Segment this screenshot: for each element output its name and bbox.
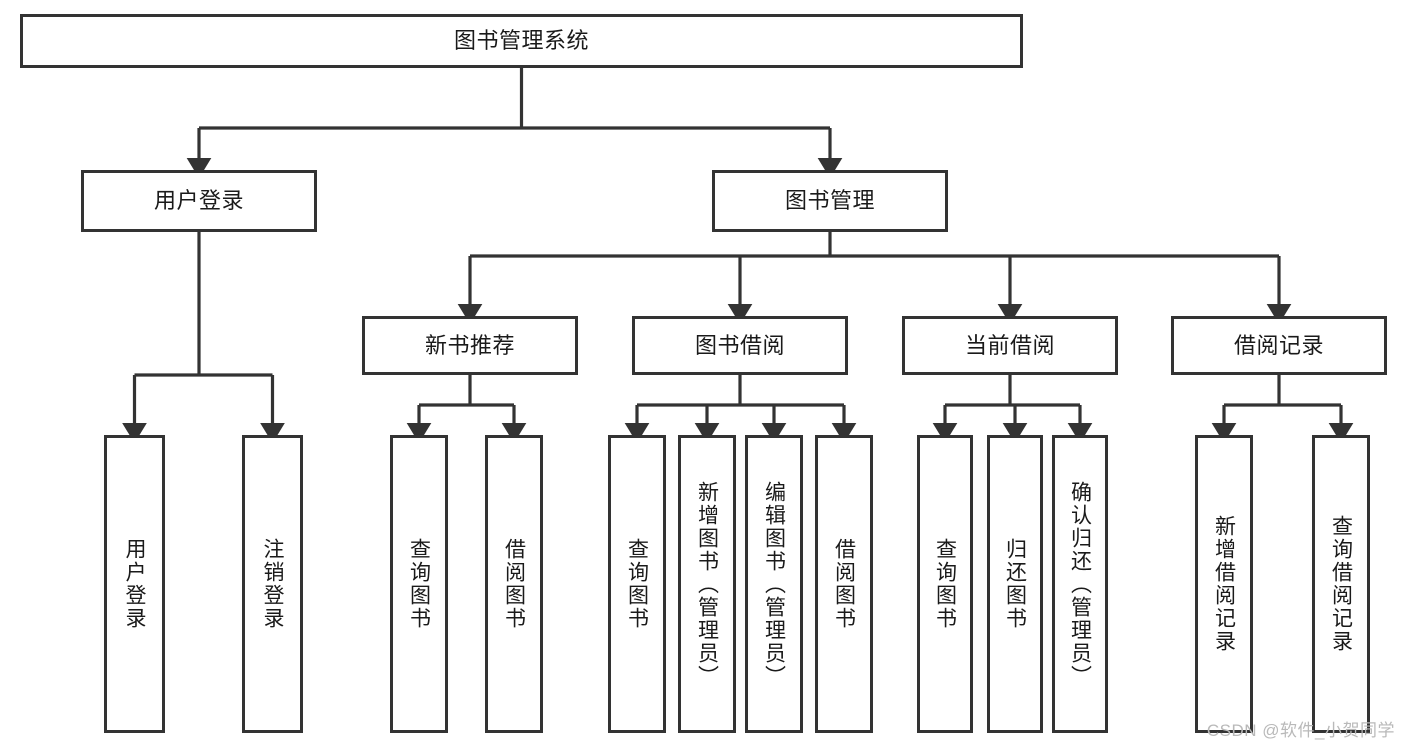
node-label-leaf-add-book: 新增图书（管理员）: [695, 480, 719, 688]
node-label-leaf-logout: 注销登录: [261, 538, 285, 630]
node-label-book-manage: 图书管理: [784, 188, 875, 214]
node-leaf-edit-book[interactable]: 编辑图书（管理员）: [745, 435, 803, 733]
node-leaf-query-record[interactable]: 查询借阅记录: [1312, 435, 1370, 733]
node-label-leaf-borrow-book-2: 借阅图书: [832, 538, 856, 630]
node-leaf-return-book[interactable]: 归还图书: [987, 435, 1043, 733]
node-label-current-borrow: 当前借阅: [964, 332, 1055, 358]
node-current-borrow[interactable]: 当前借阅: [902, 316, 1118, 375]
node-label-leaf-query-book-3: 查询图书: [933, 538, 957, 630]
node-label-leaf-user-login: 用户登录: [123, 538, 147, 630]
node-label-book-borrow: 图书借阅: [694, 332, 785, 358]
node-label-leaf-add-record: 新增借阅记录: [1212, 515, 1236, 653]
node-book-borrow[interactable]: 图书借阅: [632, 316, 848, 375]
node-label-leaf-borrow-book-1: 借阅图书: [502, 538, 526, 630]
node-label-root: 图书管理系统: [453, 28, 589, 54]
node-leaf-confirm-return[interactable]: 确认归还（管理员）: [1052, 435, 1108, 733]
node-root[interactable]: 图书管理系统: [20, 14, 1023, 68]
node-label-user-login: 用户登录: [153, 188, 244, 214]
node-leaf-query-book-1[interactable]: 查询图书: [390, 435, 448, 733]
node-leaf-query-book-2[interactable]: 查询图书: [608, 435, 666, 733]
node-label-new-book-rec: 新书推荐: [424, 332, 515, 358]
node-label-leaf-query-book-1: 查询图书: [407, 538, 431, 630]
node-leaf-borrow-book-1[interactable]: 借阅图书: [485, 435, 543, 733]
node-label-leaf-query-book-2: 查询图书: [625, 538, 649, 630]
node-leaf-user-login[interactable]: 用户登录: [104, 435, 165, 733]
node-new-book-rec[interactable]: 新书推荐: [362, 316, 578, 375]
node-leaf-add-record[interactable]: 新增借阅记录: [1195, 435, 1253, 733]
node-label-leaf-query-record: 查询借阅记录: [1329, 515, 1353, 653]
node-label-leaf-return-book: 归还图书: [1003, 538, 1027, 630]
node-leaf-add-book[interactable]: 新增图书（管理员）: [678, 435, 736, 733]
node-leaf-query-book-3[interactable]: 查询图书: [917, 435, 973, 733]
node-leaf-logout[interactable]: 注销登录: [242, 435, 303, 733]
node-book-manage[interactable]: 图书管理: [712, 170, 948, 232]
node-label-borrow-record: 借阅记录: [1233, 332, 1324, 358]
node-user-login[interactable]: 用户登录: [81, 170, 317, 232]
node-borrow-record[interactable]: 借阅记录: [1171, 316, 1387, 375]
node-label-leaf-edit-book: 编辑图书（管理员）: [762, 480, 786, 688]
node-label-leaf-confirm-return: 确认归还（管理员）: [1068, 480, 1092, 688]
node-leaf-borrow-book-2[interactable]: 借阅图书: [815, 435, 873, 733]
